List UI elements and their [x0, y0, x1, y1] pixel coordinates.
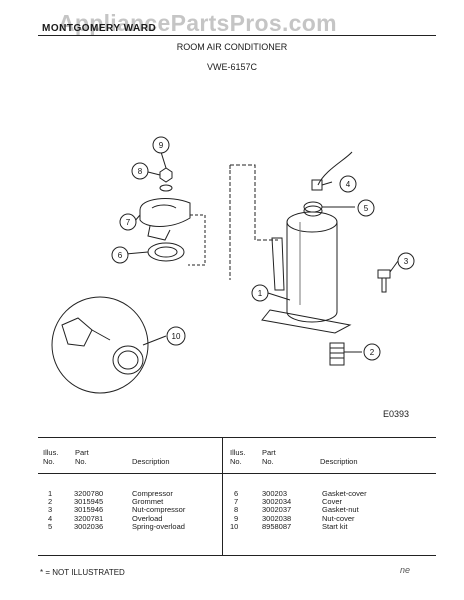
model-number: VWE-6157C [206, 62, 258, 72]
page-title: ROOM AIR CONDITIONER [176, 42, 288, 52]
terminal-cover [139, 198, 191, 241]
brand-name: MONTGOMERY WARD [42, 23, 157, 34]
svg-text:10: 10 [172, 332, 181, 341]
compressor-nut [377, 269, 391, 293]
grommet [329, 342, 345, 366]
cover-gasket [147, 242, 185, 262]
svg-text:5: 5 [364, 204, 369, 213]
watermark: AppliancePartsPros.com [58, 10, 337, 36]
gasket-nut [159, 184, 173, 192]
spring-overload [303, 201, 323, 217]
table-bottom-rule [38, 555, 436, 556]
table-column-divider [222, 437, 223, 555]
wire-routing-line [229, 164, 278, 241]
nut-cover [159, 167, 173, 183]
svg-text:1: 1 [258, 289, 263, 298]
callout-3: 3 [397, 252, 415, 270]
compressor [261, 211, 352, 334]
col-header-illus: Illus.No. [43, 448, 59, 466]
footnote: * = NOT ILLUSTRATED [40, 568, 125, 577]
svg-text:3: 3 [404, 257, 409, 266]
diagram-code: E0393 [383, 409, 410, 419]
callout-10: 10 [166, 326, 186, 346]
handwritten-mark: ne [400, 565, 411, 575]
callout-9: 9 [152, 136, 170, 154]
callout-5: 5 [357, 199, 375, 217]
start-kit-detail [51, 296, 149, 394]
svg-text:7: 7 [126, 218, 131, 227]
exploded-parts-diagram: 1 2 3 4 5 6 7 8 9 10 [51, 136, 415, 394]
svg-text:2: 2 [370, 348, 375, 357]
svg-text:6: 6 [118, 251, 123, 260]
callout-4: 4 [339, 175, 357, 193]
leader-line-cover [188, 214, 206, 266]
header-rule [38, 35, 436, 36]
callout-6: 6 [111, 246, 129, 264]
col-header-description: Description [320, 457, 358, 466]
callout-2: 2 [363, 343, 381, 361]
svg-text:4: 4 [346, 180, 351, 189]
callout-1: 1 [251, 284, 269, 302]
col-header-illus: Illus.No. [230, 448, 246, 466]
svg-text:8: 8 [138, 167, 143, 176]
callout-7: 7 [119, 213, 137, 231]
table-header-rule [38, 473, 436, 474]
svg-text:9: 9 [159, 141, 164, 150]
table-top-rule [38, 437, 436, 438]
col-header-description: Description [132, 457, 170, 466]
callout-8: 8 [131, 162, 149, 180]
